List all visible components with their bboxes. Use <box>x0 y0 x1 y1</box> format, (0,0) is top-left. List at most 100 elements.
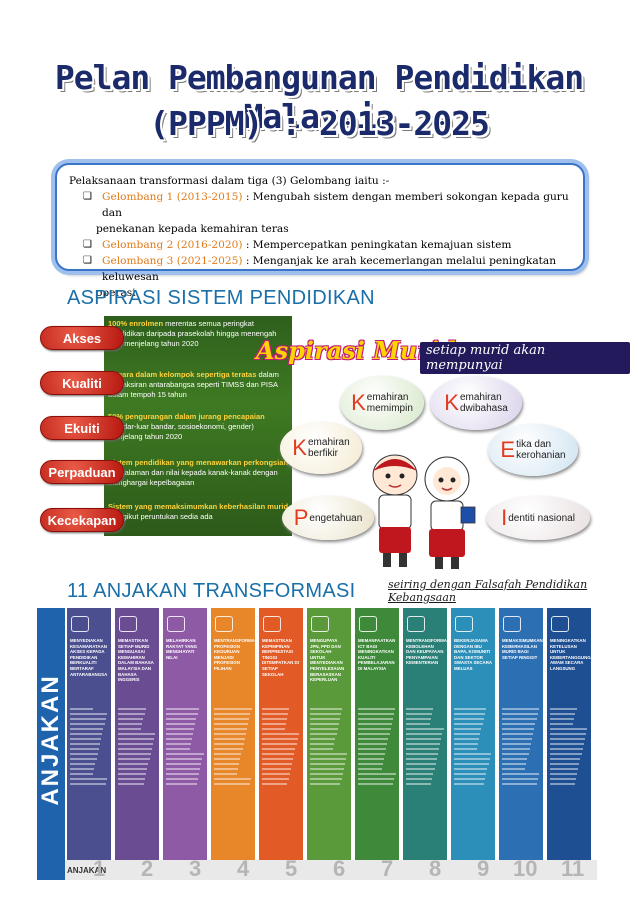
anjakan-column-4: Mentransformasi profesion keguruan menja… <box>211 608 260 860</box>
pill-kecekapan: Kecekapan <box>40 508 124 532</box>
anjakan-10-title: Memaksimumkan keberhasilan murid bagi se… <box>502 638 543 660</box>
gelombang-1-cont: penekanan kepada kemahiran teras <box>96 223 289 235</box>
document-subtitle: (PPPM) : 2013-2025 <box>149 104 490 143</box>
anjakan-7-title: Memanfaatkan ICT bagi meningkatkan kuali… <box>358 638 396 671</box>
anjakan-1-title: Menyediakan kesamarataan akses kepada pe… <box>70 638 108 677</box>
anjakan-11-icon <box>551 616 569 632</box>
gelombang-box: Pelaksanaan transformasi dalam tiga (3) … <box>55 163 585 299</box>
gelombang-3-label: Gelombang 3 (2021-2025) <box>102 255 243 267</box>
anjakan-4-icon <box>215 616 233 632</box>
aspirasi-text-kecekapan: Sistem yang memaksimumkan keberhasilan m… <box>108 502 289 521</box>
anjakan-column-8: Mentransformasi kebolehan dan keupayaan … <box>403 608 452 860</box>
anjakan-3-title: Melahirkan rakyat yang menghayati nilai <box>166 638 197 660</box>
anjakan-2-icon <box>119 616 137 632</box>
anjakan-number-9: 9 <box>477 856 490 881</box>
anjakan-2-title: Memastikan setiap murid menguasai kemahi… <box>118 638 154 683</box>
anjakan-3-icon <box>167 616 185 632</box>
anjakan-5-title: Memastikan kepimpinan berprestasi tinggi… <box>262 638 299 677</box>
gelombang-1-label: Gelombang 1 (2013-2015) <box>102 191 243 203</box>
anjakan-number-10: 10 <box>513 856 538 881</box>
anjakan-number-1: 1 <box>93 856 106 881</box>
anjakan-number-6: 6 <box>333 856 346 881</box>
gelombang-2-label: Gelombang 2 (2016-2020) <box>102 239 243 251</box>
anjakan-7-icon <box>359 616 377 632</box>
aspirasi-sistem-green-panel: 100% enrolmen merentas semua peringkat p… <box>104 316 292 536</box>
anjakan-4-body <box>214 708 252 788</box>
pill-perpaduan: Perpaduan <box>40 460 124 484</box>
girl-student-icon <box>424 456 476 569</box>
aspirasi-murid-subheading: setiap murid akan mempunyai <box>420 342 630 374</box>
anjakan-heading: 11 ANJAKAN TRANSFORMASI <box>67 580 356 602</box>
anjakan-1-body <box>70 708 108 788</box>
anjakan-6-body <box>310 708 348 788</box>
anjakan-number-5: 5 <box>285 856 298 881</box>
gelombang-lead: Pelaksanaan transformasi dalam tiga (3) … <box>69 175 390 187</box>
anjakan-10-icon <box>503 616 521 632</box>
anjakan-4-title: Mentransformasi profesion keguruan menja… <box>214 638 260 671</box>
anjakan-bottom-label: ANJAKAN <box>67 866 107 875</box>
pill-ekuiti: Ekuiti <box>40 416 124 440</box>
checkbox-icon: ❑ <box>83 191 92 202</box>
anjakan-8-title: Mentransformasi kebolehan dan keupayaan … <box>406 638 452 666</box>
checkbox-icon: ❑ <box>83 255 92 266</box>
anjakan-column-5: Memastikan kepimpinan berprestasi tinggi… <box>259 608 303 860</box>
anjakan-column-10: Memaksimumkan keberhasilan murid bagi se… <box>499 608 543 860</box>
boy-student-icon <box>372 454 418 567</box>
aspirasi-sistem-panel: 100% enrolmen merentas semua peringkat p… <box>40 316 292 536</box>
anjakan-8-icon <box>407 616 425 632</box>
anjakan-number-2: 2 <box>141 856 154 881</box>
anjakan-6-title: Mengupaya JPN, PPD dan sekolah untuk men… <box>310 638 345 683</box>
gelombang-3-text: : Menganjak ke arah kecemerlangan melalu… <box>102 255 557 283</box>
anjakan-column-11: Meningkatkan ketelusan untuk kebertanggu… <box>547 608 613 860</box>
anjakan-number-8: 8 <box>429 856 442 881</box>
anjakan-1-icon <box>71 616 89 632</box>
aspirasi-text-akses: 100% enrolmen merentas semua peringkat p… <box>108 319 277 348</box>
checkbox-icon: ❑ <box>83 239 92 250</box>
anjakan-3-body <box>166 708 204 788</box>
anjakan-11-body <box>550 708 588 788</box>
aspirasi-text-perpaduan: Sistem pendidikan yang menawarkan perkon… <box>108 458 289 487</box>
aspirasi-sistem-heading: ASPIRASI SISTEM PENDIDIKAN <box>67 287 375 309</box>
anjakan-number-11: 11 <box>561 856 585 881</box>
aspirasi-murid-panel: Aspirasi Murid : setiap murid akan mempu… <box>250 336 630 606</box>
anjakan-column-6: Mengupaya JPN, PPD dan sekolah untuk men… <box>307 608 351 860</box>
anjakan-11-title: Meningkatkan ketelusan untuk kebertanggu… <box>550 638 613 671</box>
gelombang-3-cont: operasi <box>96 287 136 299</box>
anjakan-side-label: ANJAKAN <box>37 674 64 806</box>
anjakan-6-icon <box>311 616 329 632</box>
falsafah-caption: seiring dengan Falsafah Pendidikan Keban… <box>388 578 588 604</box>
anjakan-10-body <box>502 708 540 788</box>
aspirasi-text-ekuiti: 50% pengurangan dalam jurang pencapaian … <box>108 412 265 441</box>
anjakan-9-icon <box>455 616 473 632</box>
anjakan-number-3: 3 <box>189 856 202 881</box>
anjakan-column-3: Melahirkan rakyat yang menghayati nilai <box>163 608 207 860</box>
students-illustration <box>372 454 476 569</box>
anjakan-2-body <box>118 708 156 788</box>
anjakan-9-title: Bekerjasama dengan ibu bapa, komuniti da… <box>454 638 492 671</box>
anjakan-column-2: Memastikan setiap murid menguasai kemahi… <box>115 608 159 860</box>
pill-akses: Akses <box>40 326 124 350</box>
anjakan-infographic: ANJAKAN ANJAKAN Menyediakan kesamarataan… <box>37 608 613 881</box>
anjakan-column-7: Memanfaatkan ICT bagi meningkatkan kuali… <box>355 608 399 860</box>
anjakan-7-body <box>358 708 396 788</box>
anjakan-bottom-strip <box>65 860 597 880</box>
gelombang-2-text: : Mempercepatkan peningkatan kemajuan si… <box>242 239 512 251</box>
document-title: Pelan Pembangunan Pendidikan Malaysia <box>54 58 584 136</box>
pill-kualiti: Kualiti <box>40 371 124 395</box>
anjakan-5-icon <box>263 616 281 632</box>
anjakan-8-body <box>406 708 444 788</box>
anjakan-column-9: Bekerjasama dengan ibu bapa, komuniti da… <box>451 608 495 860</box>
anjakan-9-body <box>454 708 492 788</box>
anjakan-column-1: Menyediakan kesamarataan akses kepada pe… <box>67 608 111 860</box>
anjakan-number-7: 7 <box>381 856 394 881</box>
anjakan-sidebar: ANJAKAN <box>37 608 65 880</box>
aspirasi-text-kualiti: Negara dalam kelompok sepertiga teratas … <box>108 370 279 399</box>
anjakan-5-body <box>262 708 300 788</box>
anjakan-number-4: 4 <box>237 856 250 881</box>
